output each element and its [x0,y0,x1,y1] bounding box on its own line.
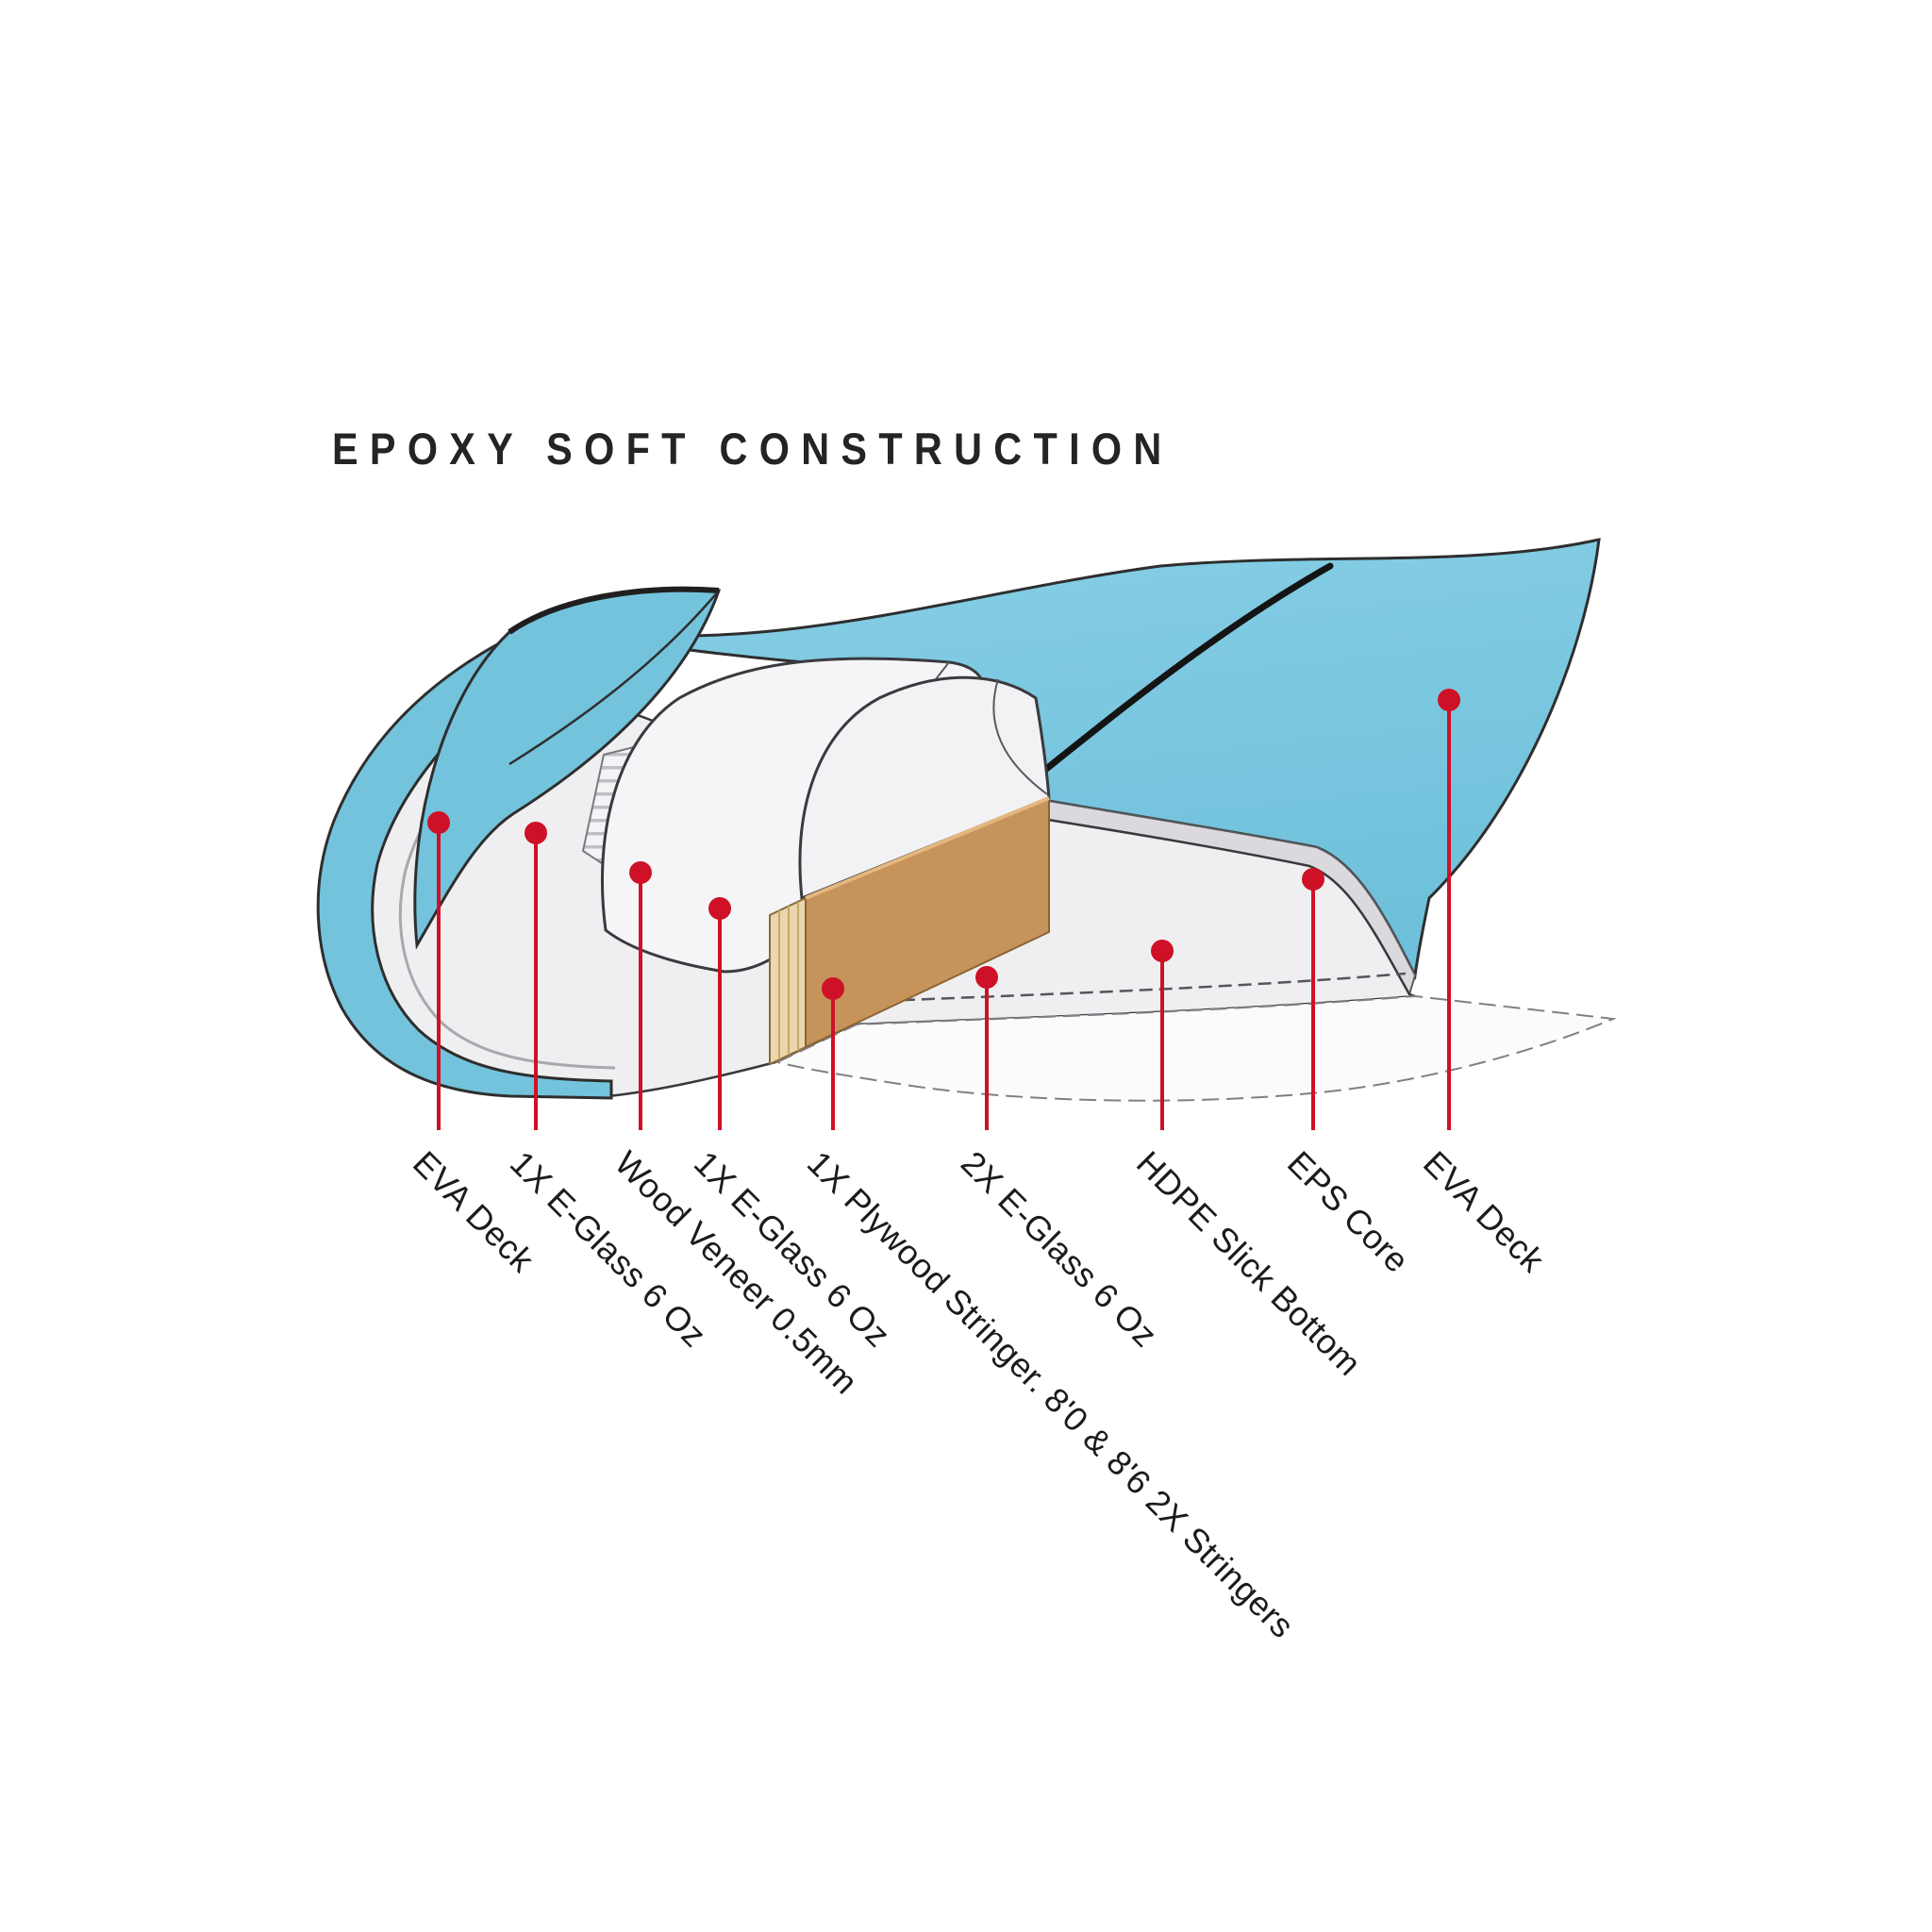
callout-dot [525,822,547,844]
bottom-glass-line [861,972,1407,1004]
callout-line [437,823,441,1130]
callout-dot [427,811,450,834]
callout-line [718,908,722,1130]
callout-line [1160,951,1164,1130]
callout-dot [1302,868,1324,891]
callout-line [639,873,642,1130]
peeled-eglass-sheet-2 [798,675,1051,901]
deck-stringer-line [1008,562,1334,801]
callout-line [831,989,835,1130]
page-title: EPOXY SOFT CONSTRUCTION [332,424,1174,474]
callout-line [1447,700,1451,1130]
callout-dot [1151,940,1174,962]
callout-dot [822,977,844,1000]
peeled-eva-sheet [413,586,722,950]
callout-dot [1438,689,1460,711]
plywood-stringer [769,796,1050,1066]
callout-dot [708,897,731,920]
callout-dot [975,966,998,989]
callout-line [985,977,989,1130]
callout-line [1311,879,1315,1130]
callout-line [534,833,538,1130]
callout-dot [629,861,652,884]
